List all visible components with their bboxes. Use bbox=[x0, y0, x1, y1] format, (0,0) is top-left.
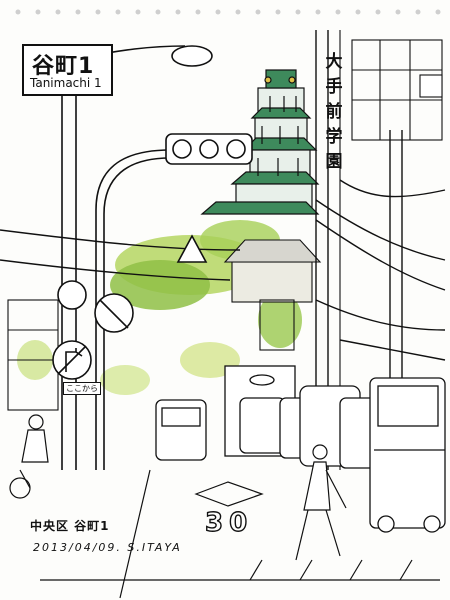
road-markings bbox=[40, 469, 440, 599]
vehicles bbox=[155, 365, 446, 533]
street-sign: 谷町1 Tanimachi 1 bbox=[22, 44, 113, 96]
street-sign-romaji: Tanimachi 1 bbox=[30, 76, 102, 90]
buildings bbox=[7, 30, 443, 470]
binding-holes bbox=[15, 9, 441, 15]
vertical-sign-char: 前 bbox=[325, 102, 343, 122]
vertical-school-sign: 大 手 前 学 園 bbox=[322, 50, 346, 175]
caption-date-artist: 2013/04/09. S.ITAYA bbox=[33, 541, 182, 554]
street-sign-kanji: 谷町1 bbox=[32, 54, 95, 79]
vertical-sign-char: 大 bbox=[325, 52, 343, 72]
caption-location: 中央区 谷町1 bbox=[30, 519, 110, 533]
vertical-sign-char: 手 bbox=[325, 77, 343, 97]
vertical-sign-char: 園 bbox=[325, 152, 343, 172]
castle-tower bbox=[200, 69, 320, 215]
pedestrians bbox=[9, 414, 347, 561]
road-speed-marking: 30 bbox=[204, 507, 254, 538]
vertical-sign-char: 学 bbox=[325, 127, 343, 147]
signal-pole bbox=[52, 45, 253, 470]
small-plate-sign: ここから bbox=[63, 382, 101, 395]
